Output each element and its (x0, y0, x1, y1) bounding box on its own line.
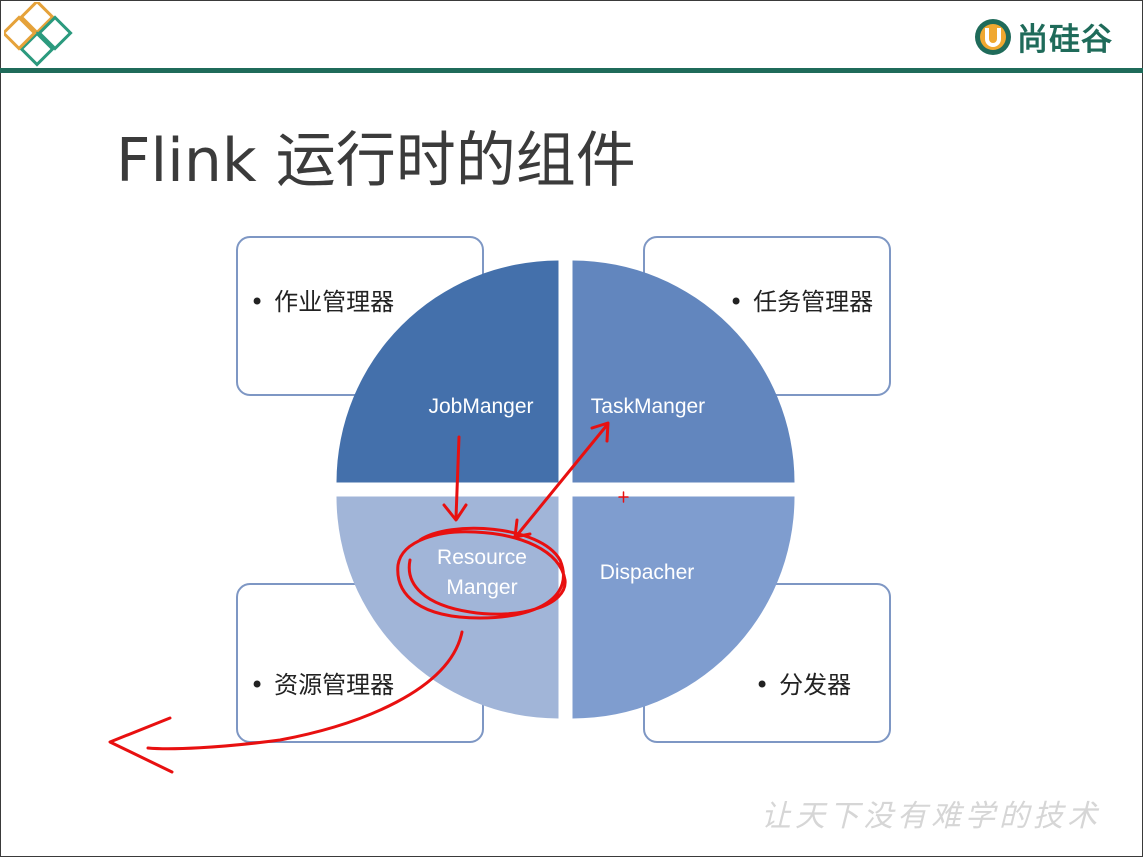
corner-diamond-logo (4, 2, 73, 67)
bullet: • (250, 671, 265, 699)
bullet: • (250, 288, 265, 316)
slide-title: Flink 运行时的组件 (116, 126, 636, 196)
annotation-circle-resource (396, 526, 567, 620)
annotation-arrow-job-to-resource (442, 435, 468, 522)
annotation-arrow-out (108, 630, 464, 774)
quadrant-task (572, 260, 795, 483)
watermark-slogan: 让天下没有难学的技术 (761, 799, 1101, 834)
header-divider (0, 68, 1143, 73)
brand-logo: 尚硅谷 (973, 14, 1113, 59)
annotation-cursor-mark (618, 491, 629, 503)
quadrant-dispatcher (572, 496, 795, 719)
quad-label-resource-line1: Resource (437, 546, 527, 569)
quadrant-job (336, 260, 559, 483)
card-resource-label: 资源管理器 (274, 671, 395, 699)
quad-label-job: JobManger (428, 395, 533, 418)
bullet: • (729, 288, 744, 316)
quad-label-dispatcher: Dispacher (600, 561, 695, 584)
brand-name: 尚硅谷 (1017, 22, 1113, 58)
quad-label-resource-line2: Manger (446, 576, 517, 599)
card-dispatcher-label: 分发器 (779, 671, 852, 699)
brand-u-icon (975, 18, 1011, 55)
quad-label-task: TaskManger (591, 395, 705, 418)
card-task-label: 任务管理器 (753, 288, 874, 316)
card-job-label: 作业管理器 (274, 288, 395, 316)
bullet: • (755, 671, 770, 699)
